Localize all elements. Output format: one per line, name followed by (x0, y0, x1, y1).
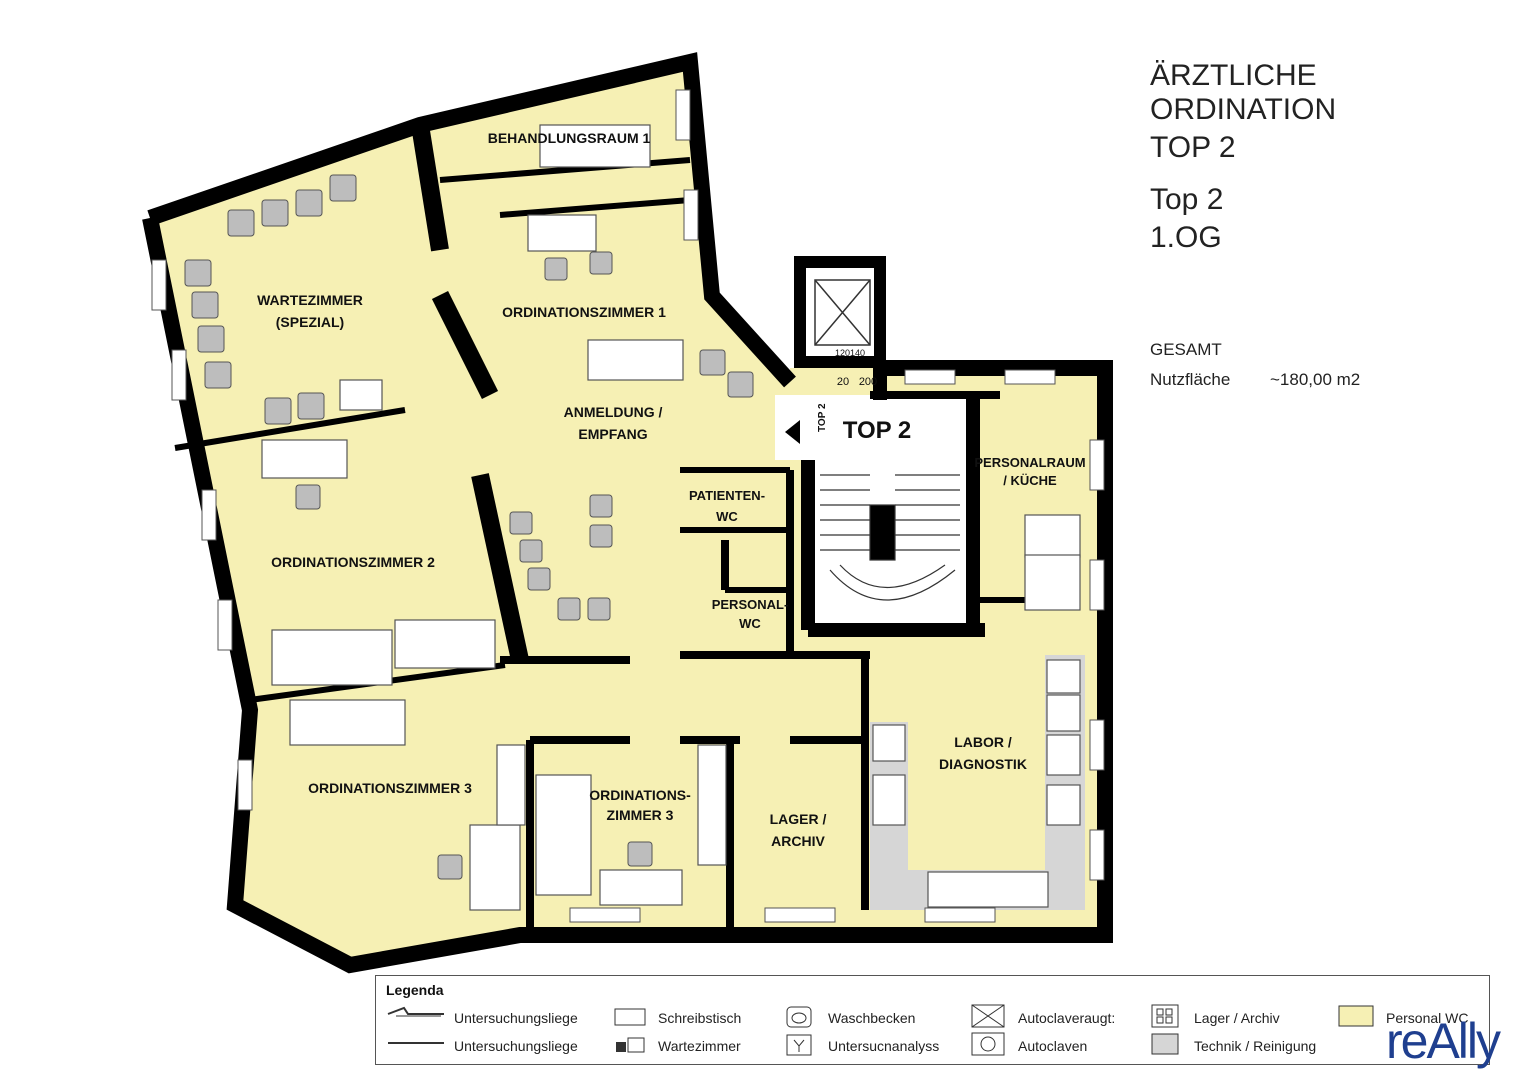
legend-item-11: Personal WC (1386, 1010, 1469, 1026)
title-line1: ÄRZTLICHE (1150, 59, 1317, 92)
legend-item-2: Untersuchungsliege (454, 1038, 578, 1054)
label-empfang: EMPFANG (578, 426, 647, 442)
label-patienten-wc-2: WC (716, 509, 738, 524)
area-value: ~180,00 m2 (1270, 370, 1361, 389)
legend-item-4: Wartezimmer (658, 1038, 741, 1054)
label-diagnostik: DIAGNOSTIK (939, 756, 1027, 772)
title-line4: Top 2 (1150, 183, 1224, 216)
label-personal-wc: PERSONAL- (712, 597, 789, 612)
elevator-shaft (794, 256, 886, 368)
label-kueche: / KÜCHE (1003, 473, 1057, 488)
stairs (820, 474, 960, 601)
legend-item-5: Waschbecken (828, 1010, 916, 1026)
label-behandlungsraum: BEHANDLUNGSRAUM 1 (488, 130, 651, 146)
label-labor: LABOR / (954, 734, 1012, 750)
exam-couch-flat-icon (388, 1042, 444, 1044)
storage-icon (1151, 1004, 1179, 1028)
interior-walls (174, 123, 1045, 935)
label-top2: TOP 2 (843, 417, 911, 444)
entry-arrow-icon (785, 420, 800, 444)
outer-wall (147, 52, 796, 388)
label-ordination1: ORDINATIONSZIMMER 1 (502, 304, 666, 320)
label-dim-200: 200 (859, 376, 877, 388)
label-elevator: 120140 (835, 348, 865, 358)
landing (775, 395, 975, 460)
area-gesamt: GESAMT (1150, 340, 1222, 359)
label-personalraum: PERSONALRAUM (974, 455, 1085, 470)
title-line2: ORDINATION (1150, 93, 1337, 126)
label-ordination2: ORDINATIONSZIMMER 2 (271, 554, 435, 570)
label-wartezimmer-spezial: (SPEZIAL) (276, 314, 344, 330)
brand-logo: reAlly (1386, 1013, 1501, 1069)
label-top2-arrow: TOP 2 (817, 403, 828, 432)
label-personal-wc-2: WC (739, 616, 761, 631)
waiting-room-icon (616, 1037, 645, 1053)
desk-icon (614, 1008, 646, 1026)
legend-item-1: Untersuchungsliege (454, 1010, 578, 1026)
label-patienten-wc: PATIENTEN- (689, 488, 765, 503)
title-line3: TOP 2 (1150, 131, 1236, 164)
label-dim-20: 20 (837, 376, 849, 388)
area-nutzflaeche: Nutzfläche (1150, 370, 1231, 389)
label-ordination3: ORDINATIONSZIMMER 3 (308, 780, 472, 796)
label-ordination3b: ORDINATIONS- (589, 787, 691, 803)
room-labels: BEHANDLUNGSRAUM 1 WARTEZIMMER (SPEZIAL) … (257, 130, 1086, 849)
analysis-icon (786, 1034, 812, 1056)
label-ordination3b-2: ZIMMER 3 (607, 807, 674, 823)
exam-couch-icon (387, 1006, 444, 1017)
label-lager: LAGER / (770, 811, 827, 827)
label-archiv: ARCHIV (771, 833, 825, 849)
technik-swatch (1151, 1033, 1179, 1055)
outer-wall-left (142, 216, 1113, 974)
legend-item-6: Untersucnanalyss (828, 1038, 940, 1054)
desks (261, 124, 1081, 911)
legend-item-9: Lager / Archiv (1194, 1010, 1280, 1026)
furniture (184, 174, 754, 880)
legend-item-3: Schreibstisch (658, 1010, 742, 1026)
autoclave-icon (971, 1004, 1005, 1028)
legend-heading: Legenda (386, 982, 444, 998)
sink-icon (786, 1006, 812, 1028)
label-wartezimmer: WARTEZIMMER (257, 292, 363, 308)
title-line5: 1.OG (1150, 221, 1222, 254)
legend-item-10: Technik / Reinigung (1194, 1038, 1317, 1054)
personal-wc-swatch (1338, 1005, 1374, 1027)
legend-item-7: Autoclaveraugt: (1018, 1010, 1116, 1026)
windows (151, 89, 1105, 923)
legend-item-8: Autoclaven (1018, 1038, 1088, 1054)
legend: Legenda Untersuchungsliege Untersuchungs… (375, 975, 1490, 1065)
label-anmeldung: ANMELDUNG / (564, 404, 663, 420)
washer-icon (971, 1032, 1005, 1056)
